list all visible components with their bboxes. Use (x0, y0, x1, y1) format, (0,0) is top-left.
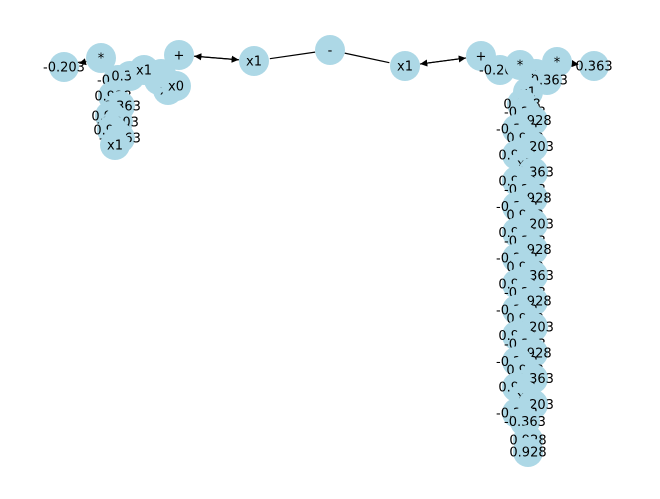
edge-plusR-x1R (420, 57, 467, 67)
node-label: * (517, 59, 524, 74)
node-circle (579, 51, 609, 81)
graph-node: x0 (161, 71, 191, 101)
node-circle (86, 43, 116, 73)
graph-node: x1 (390, 51, 420, 81)
node-label: - (328, 44, 333, 59)
graph-node: 0.928 (509, 437, 547, 467)
node-label: x1 (107, 139, 123, 154)
node-circle (513, 437, 543, 467)
node-circle (100, 130, 130, 160)
node-label: -0.203 (43, 61, 85, 76)
graph-node: + (164, 40, 194, 70)
node-label: + (174, 49, 185, 64)
graph-node: x1 (239, 46, 269, 76)
node-label: 0.928 (509, 446, 546, 461)
node-circle (49, 52, 79, 82)
nodes-layer: -x1x1+*-0.203+-x0x0-0.2030.363x10.928-0.… (43, 35, 613, 467)
edge-multR-n363R (571, 60, 579, 68)
node-circle (129, 55, 159, 85)
node-label: 0.363 (575, 60, 612, 75)
node-label: x1 (246, 55, 262, 70)
node-circle (315, 35, 345, 65)
node-circle (239, 46, 269, 76)
edge-plusL-x1L (193, 55, 239, 63)
edge-root-x1R (344, 52, 390, 64)
graph-node: x1 (129, 55, 159, 85)
graph-node: - (315, 35, 345, 65)
node-label: -0.363 (504, 415, 546, 430)
graph-node: * (86, 43, 116, 73)
graph-node: 0.363 (575, 51, 613, 81)
edge-root-x1L (269, 51, 316, 60)
graph-node: -0.203 (43, 52, 85, 82)
node-label: * (98, 52, 105, 67)
node-circle (164, 40, 194, 70)
node-label: x1 (397, 60, 413, 75)
node-label: * (554, 56, 561, 71)
edge-multL-n203L (78, 58, 87, 66)
graph-node: x1 (100, 130, 130, 160)
node-label: x0 (168, 80, 184, 95)
edges-layer (78, 51, 579, 68)
node-circle (390, 51, 420, 81)
node-circle (161, 71, 191, 101)
node-label: + (476, 50, 487, 65)
node-label: x1 (136, 64, 152, 79)
